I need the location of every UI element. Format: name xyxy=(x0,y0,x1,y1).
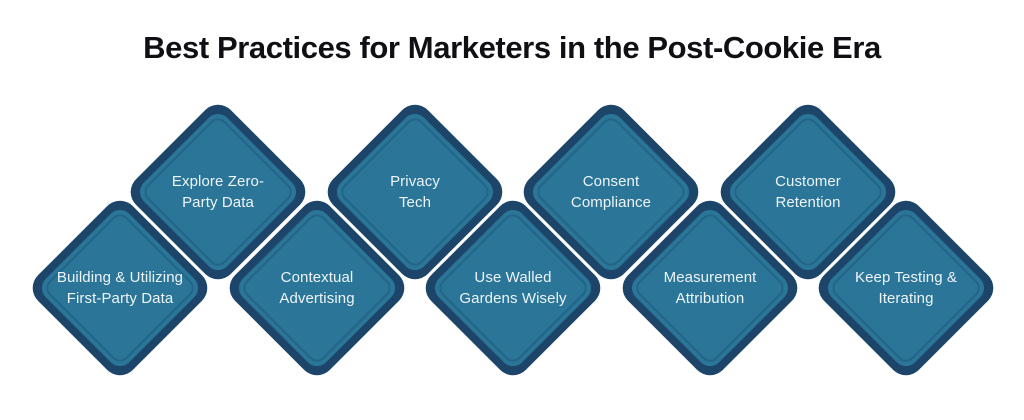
diamond-label-line: Contextual xyxy=(280,269,353,286)
diamond-label-line: Attribution xyxy=(675,290,744,307)
diamond-label-line: Measurement xyxy=(663,269,756,286)
diamond-label-line: First-Party Data xyxy=(66,290,174,307)
diamond-label-keep-testing-iterating: Keep Testing & Iterating xyxy=(820,267,992,309)
diamond-label-line: Privacy xyxy=(389,173,440,190)
diamond-label-line: Party Data xyxy=(182,194,255,211)
diamond-label-line: Compliance xyxy=(571,194,652,211)
diamond-label-line: Keep Testing & xyxy=(854,269,958,286)
diamond-label-line: Iterating xyxy=(878,290,934,307)
diamond-label-line: Gardens Wisely xyxy=(459,290,567,307)
diamond-label-line: Use Walled xyxy=(474,269,552,286)
diamond-label-line: Explore Zero- xyxy=(172,173,265,190)
diamond-label-line: Consent xyxy=(582,173,640,190)
diamond-label-line: Building & Utilizing xyxy=(56,269,184,286)
diamond-label-line: Tech xyxy=(398,194,431,211)
page-title: Best Practices for Marketers in the Post… xyxy=(143,30,881,65)
diamond-label-line: Advertising xyxy=(278,290,355,307)
diamond-label-line: Retention xyxy=(775,194,841,211)
diamond-label-line: Customer xyxy=(774,173,841,190)
diamond-label-explore-zero-party-data: Explore Zero- Party Data xyxy=(132,171,304,213)
